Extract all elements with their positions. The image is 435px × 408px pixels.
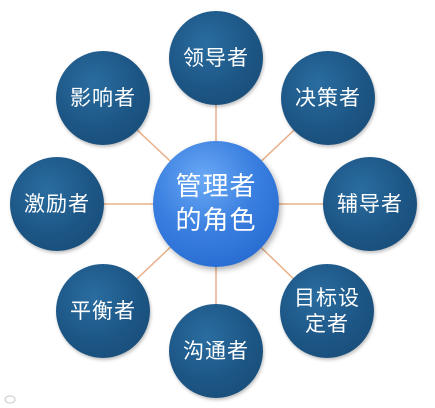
center-label-line2: 的角色 [175,206,257,236]
role-balancer: 平衡者 [56,264,150,358]
role-motivator: 激励者 [10,157,104,251]
role-decision-maker-label: 决策者 [295,86,361,110]
role-goal-setter-label-line1: 目标设 [294,286,360,310]
role-communicator-label: 沟通者 [183,339,249,363]
watermark-icon [4,395,16,404]
role-influencer-label: 影响者 [70,86,136,110]
role-goal-setter-text: 目标设 定者 [294,285,360,337]
center-label-line1: 管理者 [175,172,257,202]
role-leader-label: 领导者 [183,46,249,70]
role-motivator-label: 激励者 [24,192,90,216]
role-communicator: 沟通者 [169,304,263,398]
center-text: 管理者 的角色 [175,170,256,238]
role-influencer: 影响者 [56,51,150,145]
watermark-logo [4,395,16,406]
role-leader: 领导者 [169,11,263,105]
role-decision-maker: 决策者 [281,51,375,145]
role-goal-setter: 目标设 定者 [280,264,374,358]
role-balancer-label: 平衡者 [70,299,136,323]
role-coach: 辅导者 [323,157,417,251]
role-goal-setter-label-line2: 定者 [305,312,349,336]
center-node: 管理者 的角色 [153,141,279,267]
role-coach-label: 辅导者 [337,192,403,216]
